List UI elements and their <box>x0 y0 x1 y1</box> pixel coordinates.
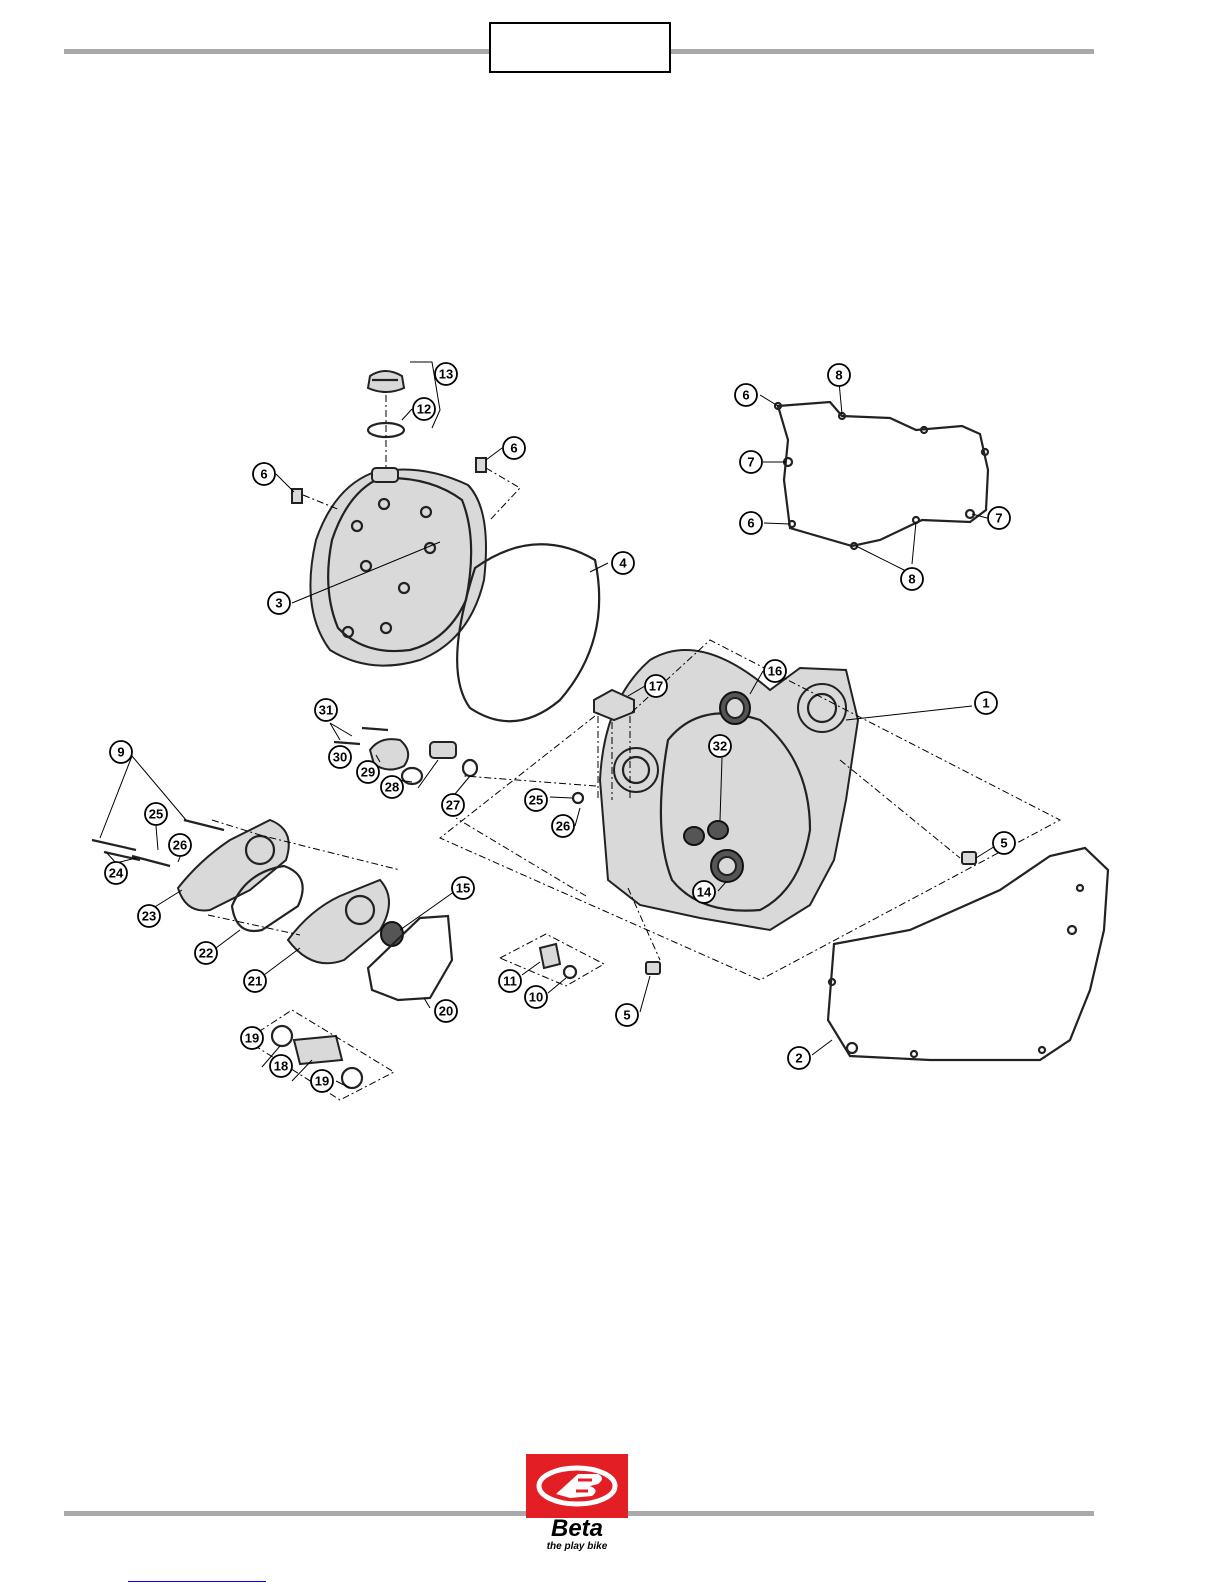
callout-18: 18 <box>270 1055 292 1077</box>
svg-text:13: 13 <box>439 367 453 382</box>
callout-12: 12 <box>413 398 435 420</box>
callout-29: 29 <box>357 761 379 783</box>
callout-1: 1 <box>975 692 997 714</box>
footer-rule-right <box>628 1511 1094 1516</box>
svg-text:6: 6 <box>260 467 267 482</box>
svg-text:27: 27 <box>446 798 460 813</box>
callout-5-lower: 5 <box>616 1004 638 1026</box>
svg-text:26: 26 <box>173 838 187 853</box>
svg-text:10: 10 <box>529 990 543 1005</box>
callout-16: 16 <box>764 660 786 682</box>
svg-text:15: 15 <box>456 881 470 896</box>
svg-text:8: 8 <box>908 572 915 587</box>
callout-21: 21 <box>244 970 266 992</box>
svg-text:16: 16 <box>768 664 782 679</box>
callout-25-left: 25 <box>145 803 167 825</box>
beta-logo-icon <box>526 1454 628 1518</box>
callout-25-right: 25 <box>525 789 547 811</box>
brand-tagline: the play bike <box>510 1541 644 1552</box>
svg-text:5: 5 <box>1000 836 1007 851</box>
svg-text:3: 3 <box>275 596 282 611</box>
svg-text:19: 19 <box>315 1074 329 1089</box>
callout-3: 3 <box>268 592 290 614</box>
svg-text:29: 29 <box>361 765 375 780</box>
svg-text:32: 32 <box>713 739 727 754</box>
callout-10: 10 <box>525 986 547 1008</box>
callout-30: 30 <box>329 746 351 768</box>
callout-6-cover-right: 6 <box>503 437 525 459</box>
callout-7-left: 7 <box>740 451 762 473</box>
beta-logo-mark-icon <box>526 1454 628 1518</box>
svg-text:12: 12 <box>417 402 431 417</box>
svg-text:31: 31 <box>319 703 333 718</box>
svg-text:5: 5 <box>623 1008 630 1023</box>
leader-lines <box>100 362 1000 1088</box>
callout-32: 32 <box>709 735 731 757</box>
callout-27: 27 <box>442 794 464 816</box>
svg-text:9: 9 <box>117 745 124 760</box>
svg-text:14: 14 <box>697 885 712 900</box>
svg-text:6: 6 <box>510 441 517 456</box>
callout-8-bottom: 8 <box>901 568 923 590</box>
svg-text:25: 25 <box>529 793 543 808</box>
svg-text:6: 6 <box>747 516 754 531</box>
callout-11: 11 <box>499 970 521 992</box>
callout-7-right: 7 <box>988 507 1010 529</box>
callout-6-gasket-bottom: 6 <box>740 512 762 534</box>
svg-text:24: 24 <box>109 866 124 881</box>
svg-text:18: 18 <box>274 1059 288 1074</box>
callout-8-top: 8 <box>828 364 850 386</box>
callout-2: 2 <box>788 1047 810 1069</box>
svg-text:6: 6 <box>742 388 749 403</box>
svg-text:17: 17 <box>649 679 663 694</box>
svg-text:7: 7 <box>995 511 1002 526</box>
svg-text:30: 30 <box>333 750 347 765</box>
svg-text:23: 23 <box>142 909 156 924</box>
callout-28: 28 <box>381 776 403 798</box>
callout-6-gasket-top: 6 <box>735 384 757 406</box>
svg-text:1: 1 <box>982 696 989 711</box>
svg-text:4: 4 <box>619 556 627 571</box>
svg-text:19: 19 <box>245 1031 259 1046</box>
svg-text:2: 2 <box>795 1051 802 1066</box>
svg-text:20: 20 <box>439 1004 453 1019</box>
svg-text:11: 11 <box>503 974 517 989</box>
callout-19-left: 19 <box>241 1027 263 1049</box>
callout-17: 17 <box>645 675 667 697</box>
callout-26-left: 26 <box>169 834 191 856</box>
callout-22: 22 <box>195 942 217 964</box>
callout-14: 14 <box>693 881 715 903</box>
brand-name: Beta <box>510 1518 644 1540</box>
callout-19-right: 19 <box>311 1070 333 1092</box>
callout-26-right: 26 <box>552 815 574 837</box>
callout-13: 13 <box>435 363 457 385</box>
callout-23: 23 <box>138 905 160 927</box>
svg-text:22: 22 <box>199 946 213 961</box>
callout-20: 20 <box>435 1000 457 1022</box>
svg-text:28: 28 <box>385 780 399 795</box>
callout-31: 31 <box>315 699 337 721</box>
footer-link-underline[interactable] <box>128 1581 266 1582</box>
svg-text:26: 26 <box>556 819 570 834</box>
callout-24: 24 <box>105 862 127 884</box>
svg-text:21: 21 <box>248 974 262 989</box>
callout-5-upper: 5 <box>993 832 1015 854</box>
callout-15: 15 <box>452 877 474 899</box>
callout-4: 4 <box>612 552 634 574</box>
svg-text:7: 7 <box>747 455 754 470</box>
callout-9: 9 <box>110 741 132 763</box>
svg-text:25: 25 <box>149 807 163 822</box>
svg-text:8: 8 <box>835 368 842 383</box>
footer-rule-left <box>64 1511 526 1516</box>
callout-6-cover-left: 6 <box>253 463 275 485</box>
